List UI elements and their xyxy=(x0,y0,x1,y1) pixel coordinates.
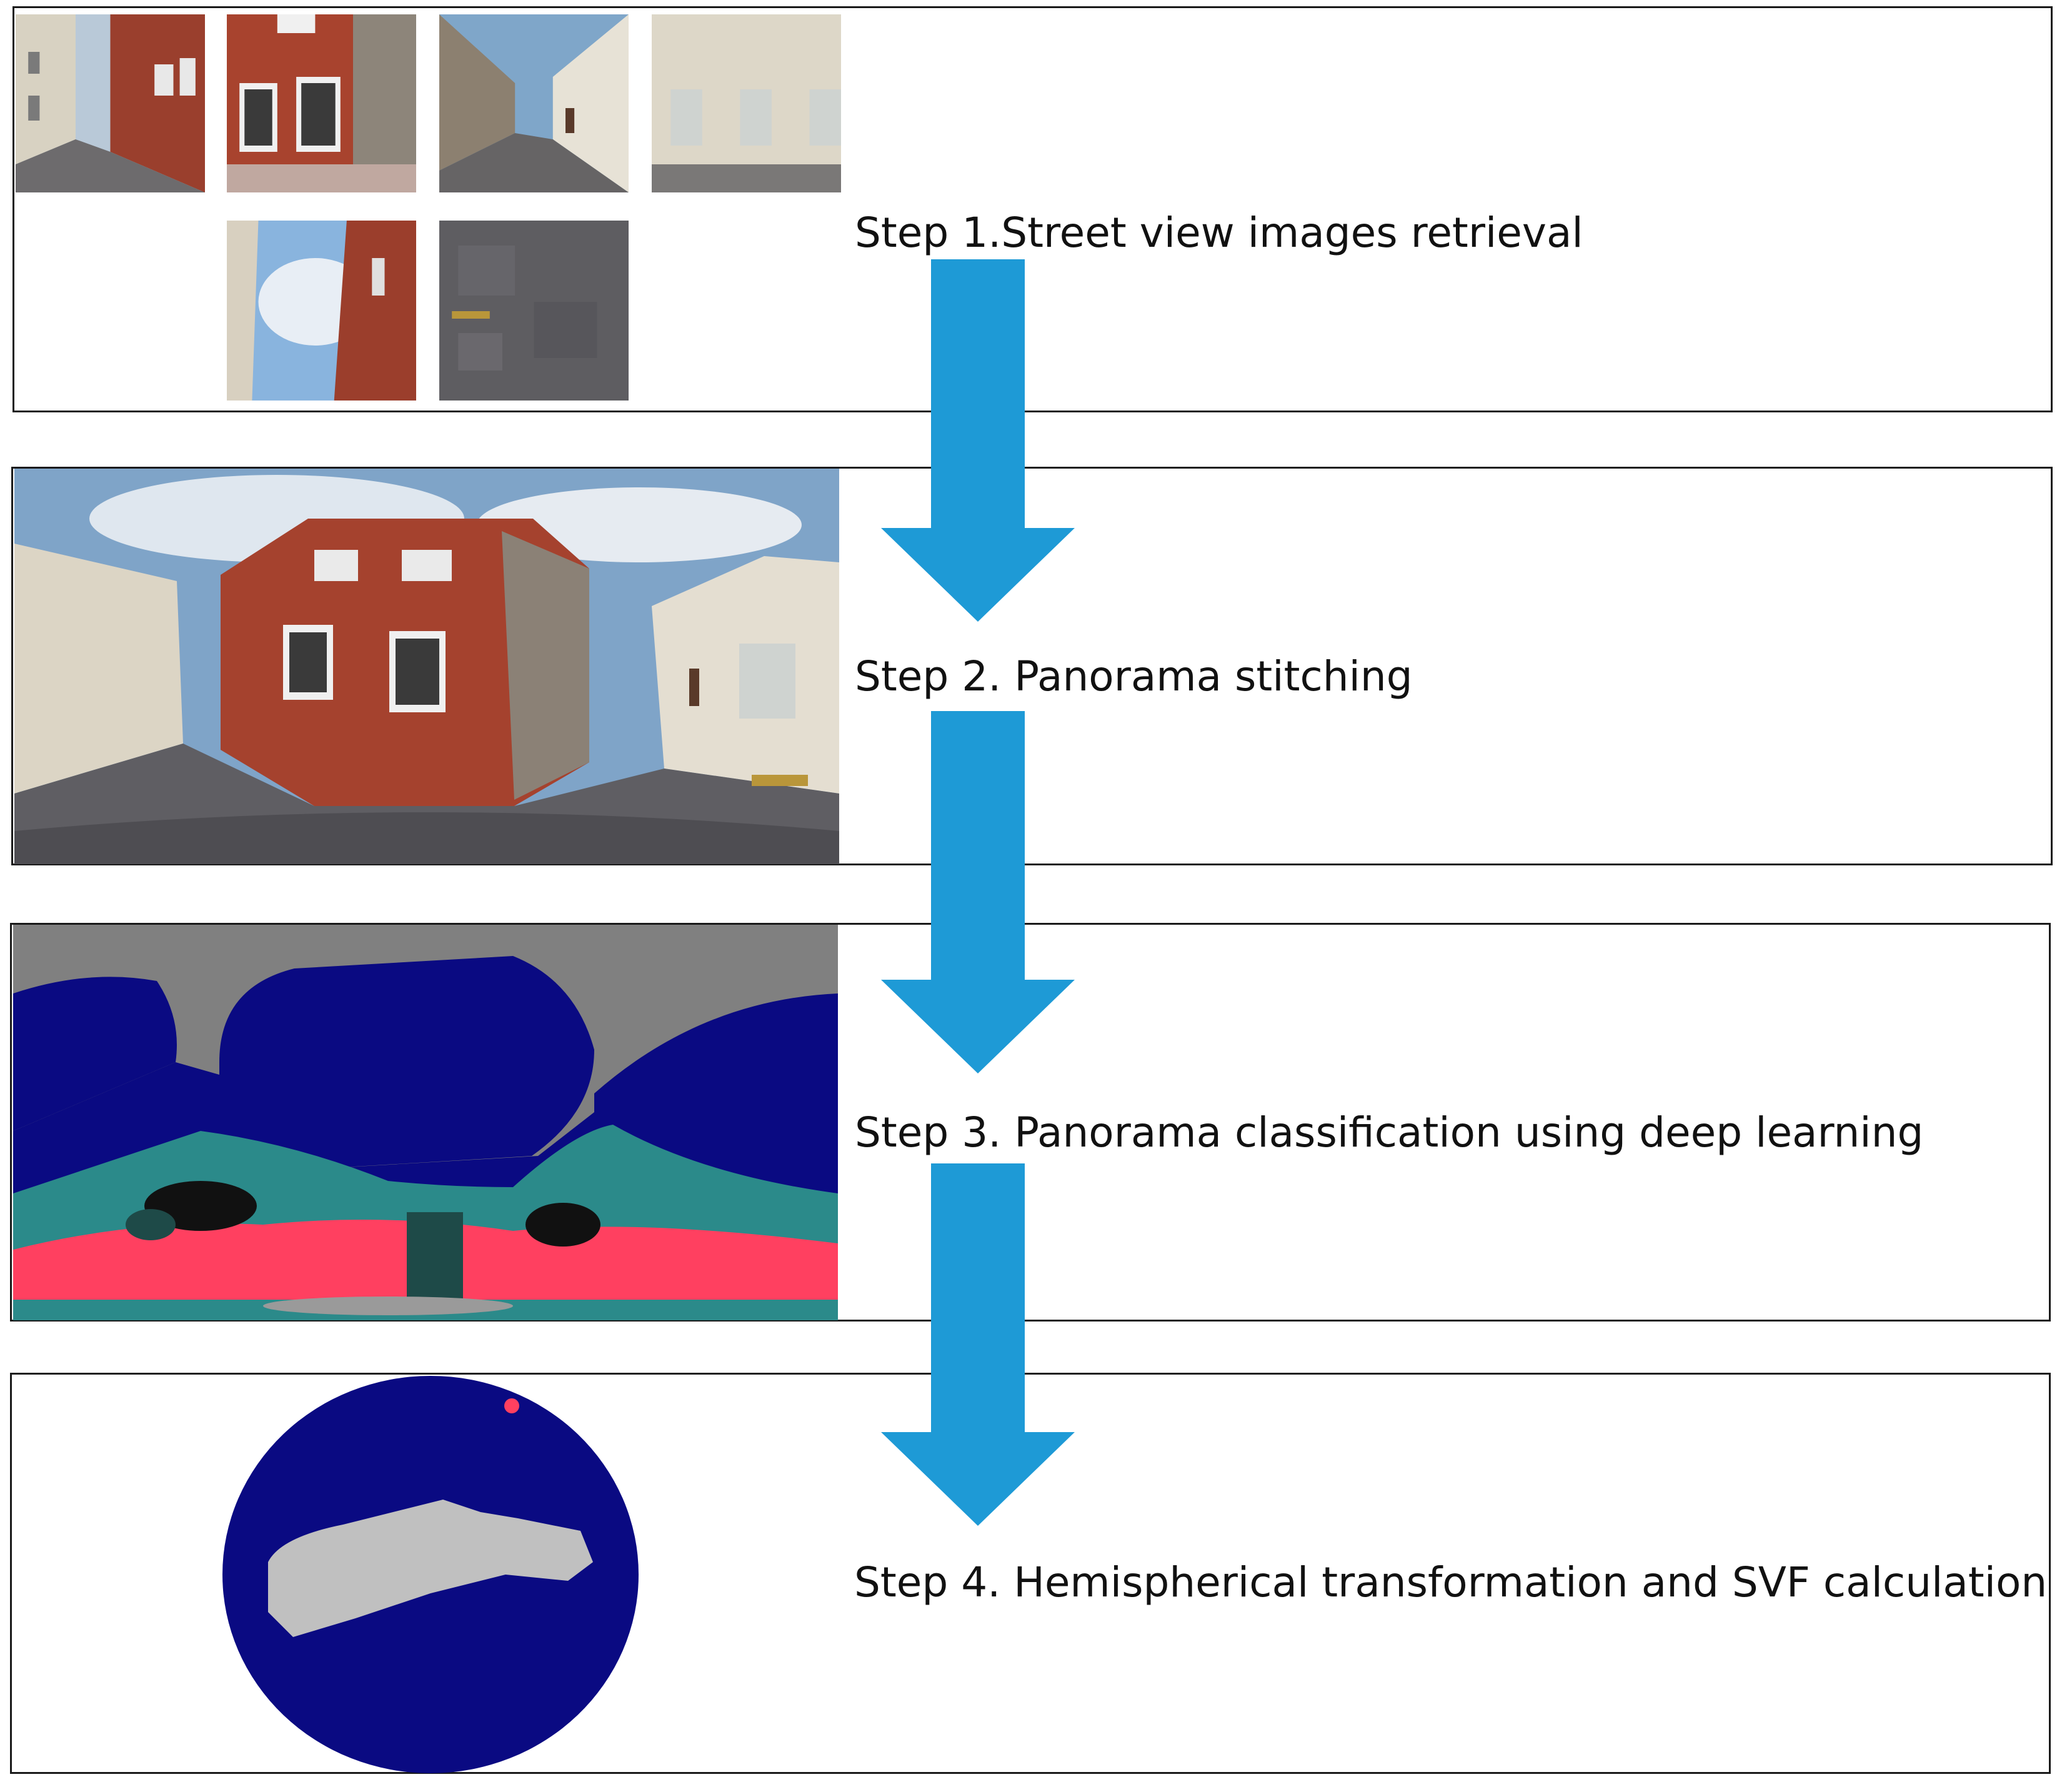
street-view-thumbnail-1 xyxy=(16,14,205,192)
street-view-thumbnail-3 xyxy=(439,14,629,192)
step-4-label: Step 4. Hemispherical transformation and… xyxy=(854,1558,2048,1606)
classified-panorama-image xyxy=(13,925,838,1320)
stitched-panorama-image xyxy=(14,469,839,864)
hemispherical-image xyxy=(218,1375,643,1775)
arrow-step2-to-step3 xyxy=(881,711,1075,1073)
street-view-thumbnail-6 xyxy=(439,221,629,401)
step-1-label: Step 1.Street view images retrieval xyxy=(855,209,1583,257)
step-3-label: Step 3. Panorama classification using de… xyxy=(855,1108,1924,1157)
street-view-thumbnail-4 xyxy=(652,14,841,192)
step-2-panel: Step 2. Panorama stitching xyxy=(11,467,2053,865)
step-1-panel: Step 1.Street view images retrieval xyxy=(12,6,2053,412)
arrow-step1-to-step2 xyxy=(881,259,1075,622)
street-view-thumbnail-5 xyxy=(227,221,416,401)
arrow-step3-to-step4 xyxy=(881,1163,1075,1526)
street-view-thumbnail-2 xyxy=(227,14,416,192)
step-2-label: Step 2. Panorama stitching xyxy=(855,652,1413,700)
